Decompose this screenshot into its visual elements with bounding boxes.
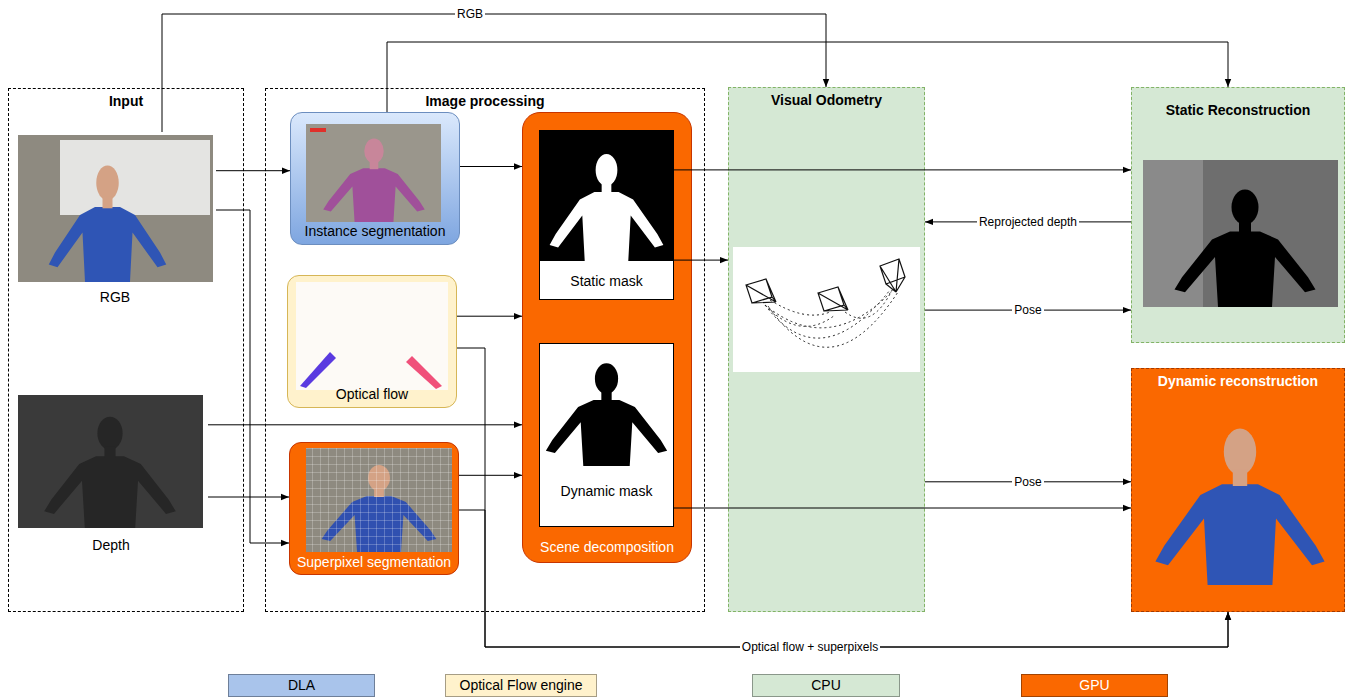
connector-arrow [162, 14, 826, 132]
legend-swatch: GPU [1021, 674, 1168, 697]
cameras [746, 259, 905, 311]
static-mask-image [540, 131, 673, 261]
instance-segmentation-image [306, 124, 441, 222]
superpixel-image [306, 448, 452, 552]
edge-label: Pose [1012, 475, 1043, 489]
legend-swatch: DLA [228, 674, 375, 697]
legend-label: Optical Flow engine [460, 677, 583, 694]
connector-arrow [457, 316, 522, 317]
connector-arrow [460, 166, 522, 167]
panel-title: Input [109, 93, 143, 110]
depth-wall [1143, 160, 1203, 307]
instance-tag [310, 128, 326, 132]
flow-streak [300, 352, 336, 388]
superpixel-grid [306, 448, 452, 552]
depth-silhouette [44, 456, 176, 528]
legend-swatch: Optical Flow engine [445, 674, 597, 697]
person-shirt [49, 207, 167, 282]
removed-person [1175, 231, 1316, 307]
optical-flow-image [296, 282, 448, 390]
panel-title: Image processing [425, 93, 544, 110]
box-caption: Depth [92, 537, 129, 554]
flow-streak [406, 356, 442, 389]
edge-label: Optical flow + superpixels [740, 640, 880, 654]
connector-arrow [387, 42, 1228, 112]
box-caption: Static mask [570, 273, 642, 290]
panel-title: Dynamic reconstruction [1158, 373, 1318, 390]
connector-arrow [216, 210, 289, 543]
legend-label: CPU [811, 677, 841, 694]
box-caption: Optical flow [336, 386, 408, 403]
whiteboard [60, 140, 210, 215]
legend-swatch: CPU [752, 674, 900, 697]
connector-arrow [459, 475, 522, 476]
box-caption: Dynamic mask [561, 483, 653, 500]
legend-label: GPU [1079, 677, 1109, 694]
photo-background [306, 448, 452, 552]
trajectory-background [733, 247, 920, 372]
connector-arrow [216, 170, 290, 171]
person-head [96, 165, 119, 208]
rgb-photo [18, 135, 213, 282]
box-caption: RGB [100, 289, 130, 306]
camera-frustum [746, 279, 776, 303]
camera-frustum [818, 287, 848, 311]
camera-frustum [880, 259, 905, 292]
edge-label: RGB [455, 7, 485, 21]
pose-links [765, 288, 898, 347]
box-caption: Scene decomposition [540, 539, 674, 556]
box-caption: Instance segmentation [305, 223, 446, 240]
mask-silhouette-head [596, 154, 618, 193]
depth-background [1143, 160, 1338, 307]
connector-arrow [208, 424, 522, 425]
photo-background [18, 135, 213, 282]
connector-arrow [208, 497, 289, 498]
depth-background [18, 395, 203, 528]
depth-image [18, 395, 203, 528]
flow-background [296, 282, 448, 390]
edge-label: Pose [1012, 303, 1043, 317]
person-head [364, 138, 383, 169]
photo-background [306, 124, 441, 222]
box-caption: Superpixel segmentation [297, 554, 451, 571]
edge-label: Reprojected depth [977, 215, 1079, 229]
mask-background [540, 131, 673, 261]
panel-title: Static Reconstruction [1166, 102, 1311, 119]
depth-silhouette-head [97, 417, 122, 458]
legend-label: DLA [288, 677, 315, 694]
person-instance-mask [323, 168, 425, 222]
removed-person-head [1232, 190, 1259, 233]
panel-title: Visual Odometry [771, 92, 882, 109]
static-reconstruction-image [1143, 160, 1338, 307]
pose-link [765, 288, 895, 328]
pose-link [845, 288, 893, 318]
mask-silhouette [550, 192, 664, 261]
camera-trajectory [733, 247, 920, 372]
